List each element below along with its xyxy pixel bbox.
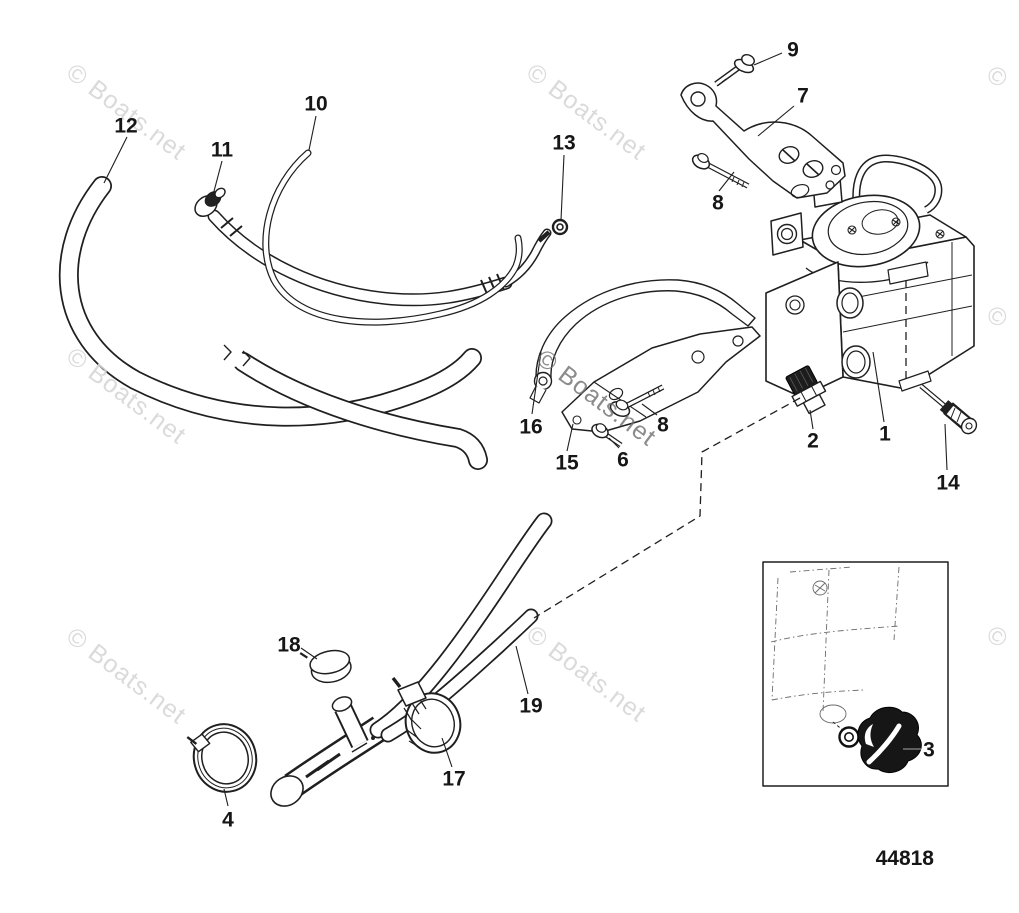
callout-part-10: 10 (304, 92, 328, 116)
hose-10 (262, 149, 523, 326)
callout-part-8-lower: 8 (657, 413, 669, 437)
callout-part-17: 17 (442, 767, 466, 791)
callout-part-6: 6 (617, 448, 629, 472)
bolt-8-lower (609, 384, 665, 418)
hose-12 (58, 176, 488, 470)
drain-screw-3 (838, 706, 922, 773)
callout-part-14: 14 (936, 471, 960, 495)
bracket-7 (680, 82, 846, 199)
cap-18 (299, 649, 352, 684)
callout-part-7: 7 (797, 84, 809, 108)
callout-part-8-upper: 8 (712, 191, 724, 215)
callout-part-11: 11 (210, 138, 234, 162)
clamp-17 (391, 676, 462, 754)
fitting-2 (785, 365, 827, 415)
bolt-6 (591, 423, 623, 448)
callout-part-16: 16 (519, 415, 543, 439)
inset-detail-box (762, 561, 949, 787)
bracket-16 (529, 279, 756, 404)
callout-part-13: 13 (552, 131, 576, 155)
hose-19-y-assembly (270, 512, 553, 807)
bolt-14 (919, 384, 978, 435)
callout-part-15: 15 (555, 451, 579, 475)
callout-part-19: 19 (519, 694, 543, 718)
part-1-cooler-assembly (765, 154, 975, 398)
callout-part-4: 4 (222, 808, 234, 832)
oring-13 (551, 218, 569, 236)
callout-part-3: 3 (923, 738, 935, 762)
bolt-9 (714, 54, 755, 87)
bolt-8-upper (691, 152, 750, 189)
hose-11-with-fitting (194, 187, 552, 307)
callout-part-2: 2 (807, 429, 819, 453)
inset-ghost-unit (770, 566, 900, 713)
callout-part-18: 18 (277, 633, 301, 657)
dashed-alignment-lines (533, 280, 907, 619)
callout-part-12: 12 (114, 114, 138, 138)
callout-part-9: 9 (787, 38, 799, 62)
drawing-number: 44818 (875, 847, 934, 870)
callout-leader-lines (103, 52, 948, 807)
callout-part-1: 1 (879, 422, 891, 446)
clamp-4 (186, 723, 258, 793)
